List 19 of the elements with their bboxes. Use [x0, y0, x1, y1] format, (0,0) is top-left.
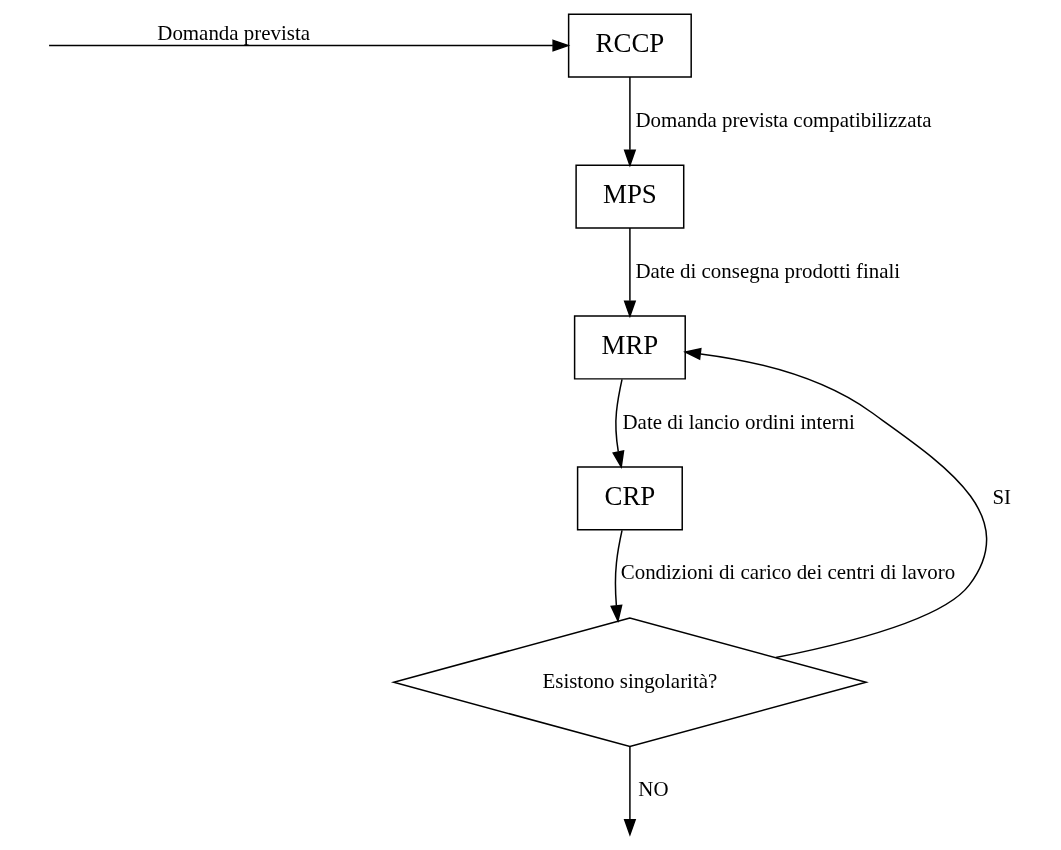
arrow: [609, 529, 623, 623]
edge-label: Domanda prevista compatibilizzata: [634, 107, 932, 132]
arrow: [623, 746, 636, 837]
node-box: RCCP: [567, 13, 692, 78]
edge-label: Condizioni di carico dei centri di lavoro: [620, 560, 955, 585]
edge-label: Domanda prevista: [156, 20, 310, 45]
node-box: CRP: [576, 466, 683, 531]
arrow: [623, 76, 636, 168]
node-diamond: Esistono singolarità?: [390, 617, 869, 748]
arrow: [47, 39, 570, 52]
edge-label: Date di lancio ordini interni: [622, 409, 855, 434]
edge-label: SI: [991, 484, 1011, 509]
edge-label: NO: [637, 777, 669, 802]
node-box: MPS: [574, 164, 684, 229]
arrow: [623, 227, 636, 319]
edge-label: Date di consegna prodotti finali: [634, 258, 900, 283]
arrow: [682, 347, 987, 659]
arrow: [611, 378, 624, 469]
node-box: MRP: [573, 315, 686, 380]
